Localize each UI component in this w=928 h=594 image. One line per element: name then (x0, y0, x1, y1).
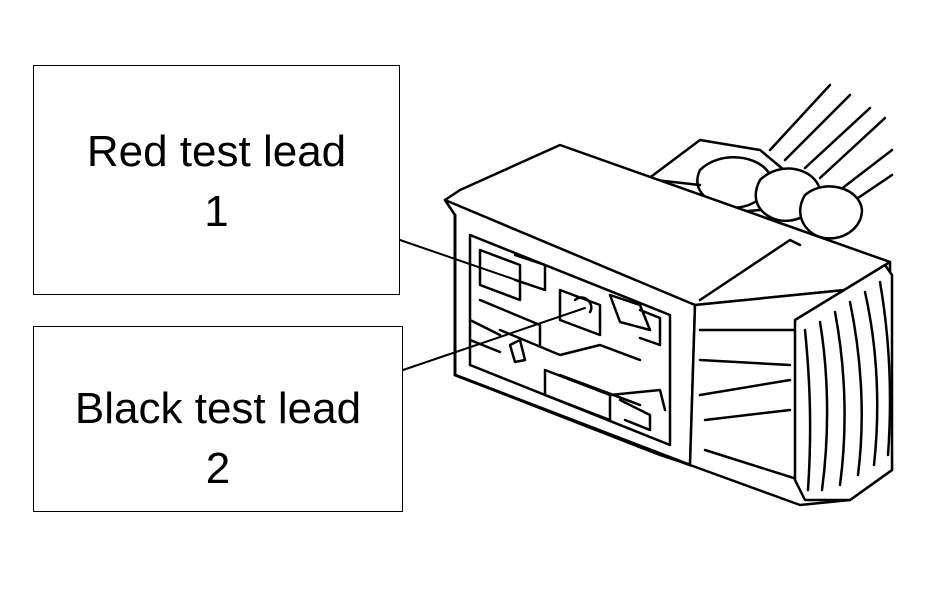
callout-label: Black test lead (74, 384, 362, 433)
locking-lever (793, 263, 894, 502)
terminal-cavities (468, 248, 667, 432)
wire-bundle (768, 83, 894, 202)
callout-number: 1 (204, 187, 229, 236)
callout-label: Red test lead (86, 127, 347, 176)
callout-black-test-lead: Black test lead 2 (33, 326, 403, 512)
leader-line-1 (399, 239, 546, 291)
leader-lines (399, 239, 586, 371)
callout-red-test-lead: Red test lead 1 (33, 65, 400, 295)
callout-number: 2 (205, 444, 231, 493)
leader-line-2 (402, 307, 586, 371)
